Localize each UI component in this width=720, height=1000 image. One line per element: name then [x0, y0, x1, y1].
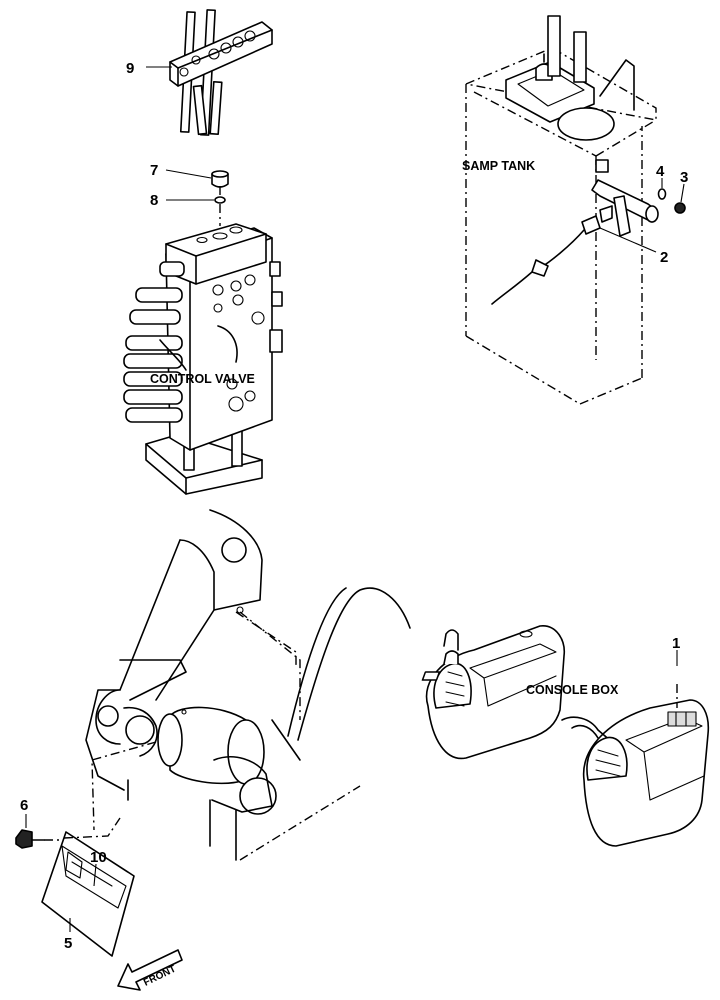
- samp-tank: SAMP TANK: [462, 15, 686, 405]
- boom-bracket: [85, 509, 411, 861]
- callout-6: 6: [20, 797, 28, 814]
- callout-2: 2: [660, 249, 668, 266]
- control-valve: CONTROL VALVE: [123, 223, 283, 495]
- cover-plate: [15, 814, 135, 957]
- callout-5: 5: [64, 935, 72, 952]
- control-valve-label: CONTROL VALVE: [150, 372, 255, 386]
- front-arrow: FRONT: [117, 949, 183, 991]
- console-box-left: [425, 625, 565, 760]
- hose-clamp-block: [146, 9, 273, 136]
- callout-4: 4: [656, 163, 665, 180]
- callout-3: 3: [680, 169, 688, 186]
- callout-7: 7: [150, 162, 158, 179]
- console-box-right: CONSOLE BOX: [421, 650, 710, 847]
- callout-8: 8: [150, 192, 158, 209]
- callout-10: 10: [90, 849, 107, 866]
- samp-tank-label: SAMP TANK: [462, 159, 535, 173]
- plug-and-oring: [165, 169, 229, 226]
- console-box-label: CONSOLE BOX: [526, 683, 619, 697]
- callout-9: 9: [126, 60, 134, 77]
- callout-1: 1: [672, 635, 680, 652]
